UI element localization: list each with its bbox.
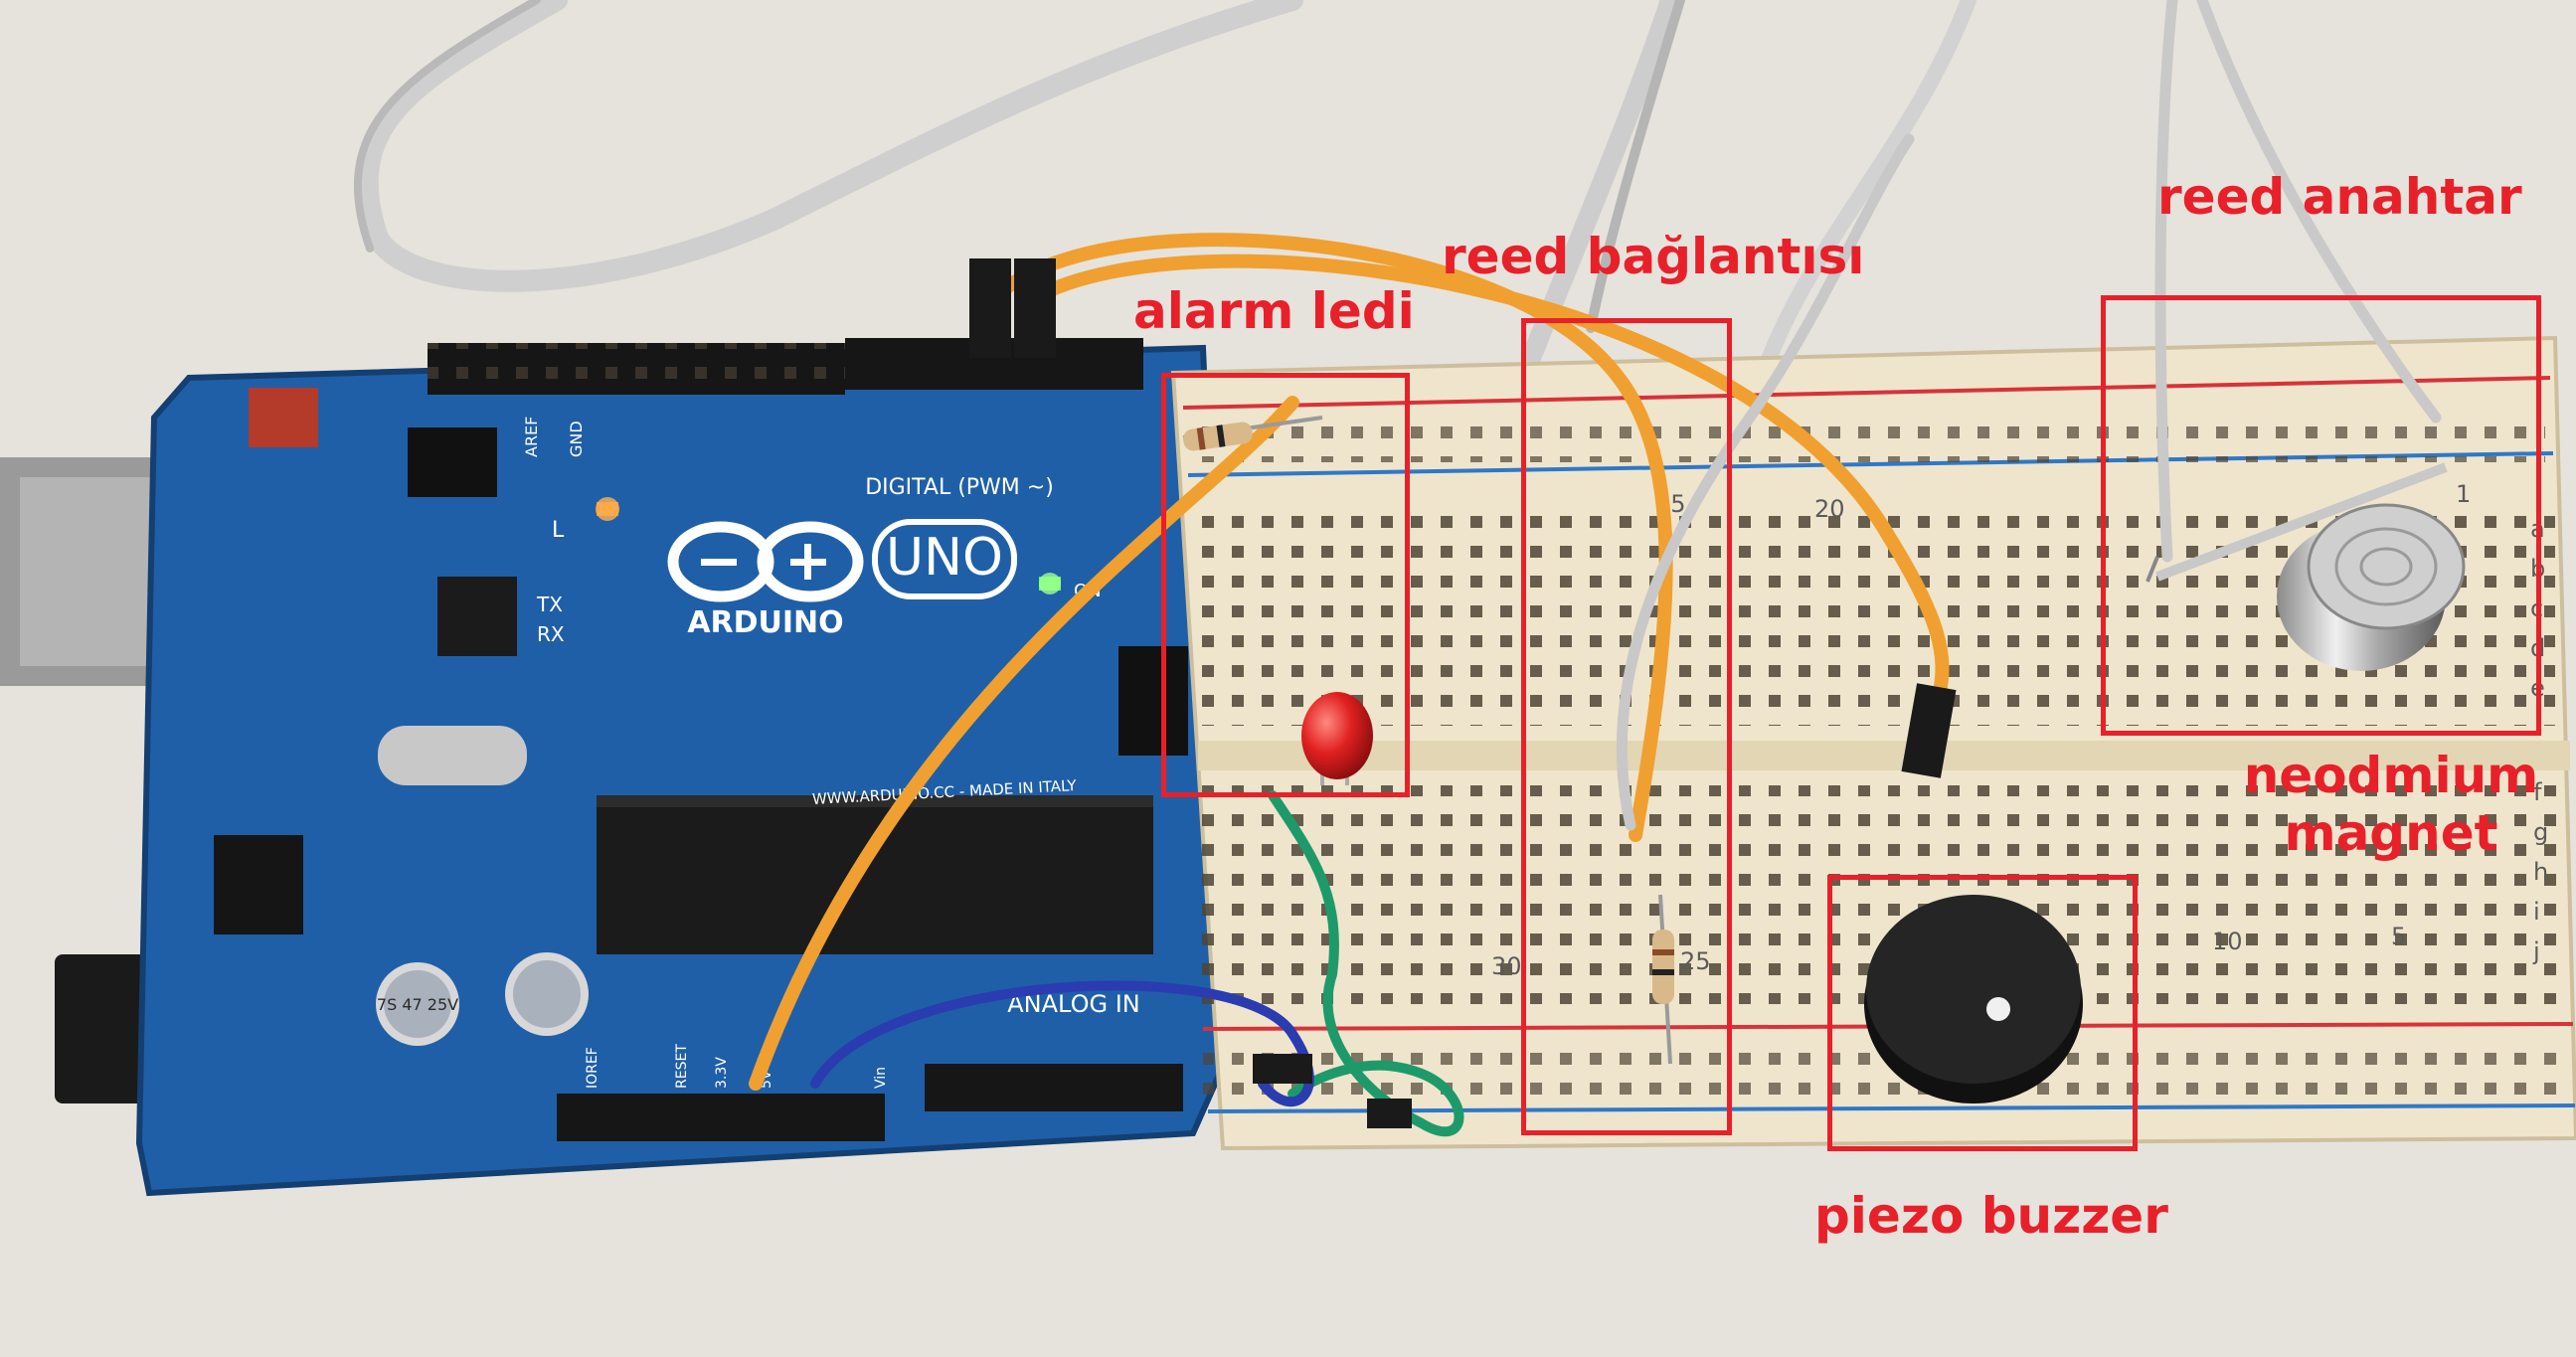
- bb-col-1: 1: [2456, 480, 2471, 508]
- piezo-buzzer-box: [1827, 875, 2138, 1151]
- rx-label: RX: [537, 622, 565, 646]
- bb-row-i: i: [2533, 898, 2540, 926]
- tx-label: TX: [536, 593, 563, 616]
- alarm-led-box: [1161, 373, 1410, 797]
- gnd-label: GND: [567, 421, 586, 457]
- resistor: [1182, 416, 1323, 451]
- bb-col-10: 10: [2212, 928, 2243, 955]
- capacitor-label: 7S 47 25V: [377, 995, 458, 1014]
- arduino-infinity-logo: [667, 519, 1017, 602]
- piezo-buzzer-label: piezo buzzer: [1814, 1187, 2168, 1245]
- bb-col-30: 30: [1491, 952, 1522, 980]
- red-led: [1301, 692, 1373, 785]
- reed-switch: [2146, 462, 2448, 583]
- bb-row-g: g: [2533, 818, 2548, 846]
- ioref-label: IOREF: [585, 1047, 601, 1089]
- bb-row-h: h: [2533, 858, 2548, 886]
- alarm-led-label: alarm ledi: [1133, 282, 1415, 340]
- l-label: L: [552, 518, 565, 543]
- jumper-wires: [749, 0, 2442, 1137]
- arduino-label: ARDUINO: [687, 605, 843, 640]
- reed-connection-box: [1521, 318, 1732, 1135]
- reset-pin-label: RESET: [674, 1044, 690, 1089]
- arduino-uno-board: UNO ARDUINO DIGITAL (PWM ~) ANALOG IN WW…: [135, 338, 1237, 1197]
- aref-label: AREF: [522, 417, 541, 457]
- bb-row-j: j: [2532, 937, 2540, 965]
- v33-label: 3.3V: [714, 1057, 730, 1089]
- piezo-buzzer: [1864, 895, 2083, 1103]
- reed-connection-label: reed bağlantısı: [1442, 228, 1865, 285]
- bb-col-20: 20: [1814, 495, 1845, 523]
- bb-row-f: f: [2533, 778, 2542, 806]
- reed-switch-box: [2101, 295, 2541, 736]
- vin-label: Vin: [873, 1067, 889, 1089]
- bb-col-5: 5: [2391, 923, 2406, 950]
- digital-pwm-label: DIGITAL (PWM ~): [865, 475, 1054, 500]
- resistor: [1652, 894, 1674, 1065]
- reed-switch-label: reed anahtar: [2157, 168, 2522, 226]
- bb-col-25: 25: [1680, 947, 1711, 975]
- neodymium-magnet-label: neodmium magnet: [2243, 747, 2539, 862]
- uno-label: UNO: [886, 528, 1003, 588]
- neodymium-magnet: [2277, 503, 2466, 671]
